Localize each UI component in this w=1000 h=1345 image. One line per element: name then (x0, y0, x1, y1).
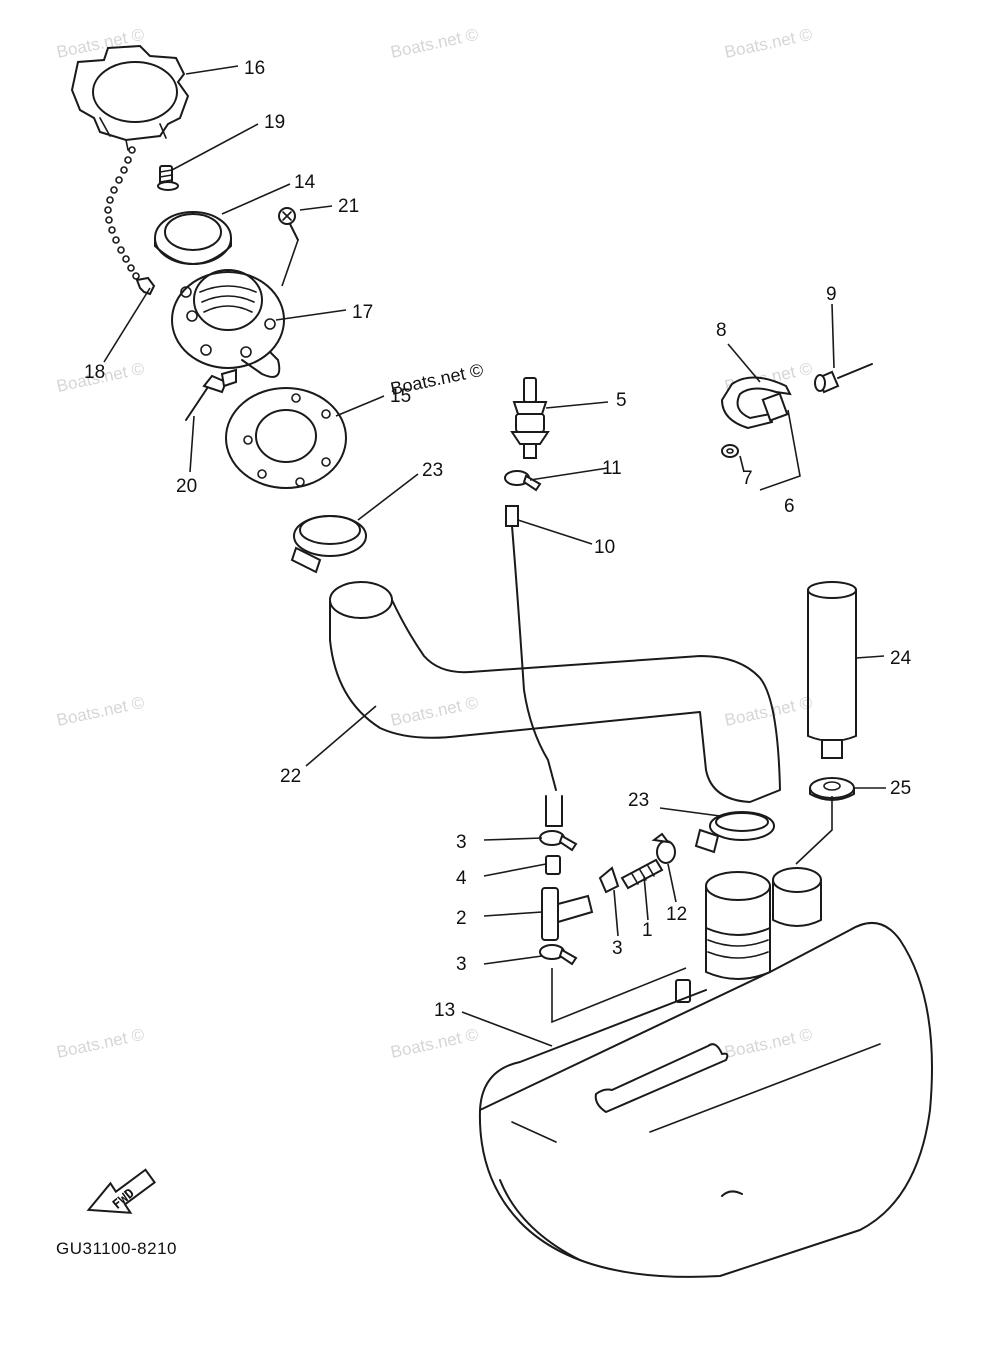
callout-12: 12 (666, 904, 687, 925)
part-10-vent-hose (505, 505, 563, 827)
part-5-vent-fitting (510, 377, 550, 459)
part-3-clip-side (598, 866, 620, 894)
callout-6: 6 (784, 496, 795, 517)
watermark: Boats.net © (55, 693, 147, 730)
callout-18: 18 (84, 362, 105, 383)
callout-labels: 16 19 14 21 17 18 15 20 23 22 5 11 10 8 … (84, 58, 912, 1021)
callout-9: 9 (826, 284, 837, 305)
callout-3: 3 (456, 832, 467, 853)
part-3-clip (539, 830, 578, 852)
callout-15: 15 (390, 386, 411, 407)
callout-20: 20 (176, 476, 197, 497)
watermark: Boats.net © (723, 25, 815, 62)
diagram-code: GU31100-8210 (56, 1239, 177, 1258)
part-17-filler-neck (171, 269, 285, 378)
part-19-screw (157, 165, 179, 191)
callout-25: 25 (890, 778, 911, 799)
callout-7: 7 (742, 468, 753, 489)
part-24-pipe (807, 581, 857, 759)
callout-16: 16 (244, 58, 265, 79)
leader-lines (103, 65, 886, 1047)
part-13-fuel-tank (478, 921, 933, 1278)
callout-8: 8 (716, 320, 727, 341)
callout-3-lower: 3 (456, 954, 467, 975)
part-7-washer (721, 444, 739, 458)
part-1-check-valve (620, 858, 664, 890)
fwd-arrow-icon: FWD (86, 1168, 157, 1214)
watermark: Boats.net © (389, 693, 481, 730)
callout-5: 5 (616, 390, 627, 411)
part-3-clip-lower (539, 944, 578, 966)
part-21-screw (278, 207, 299, 241)
watermark: Boats.net © (55, 1025, 147, 1062)
callout-17: 17 (352, 302, 373, 323)
callout-1: 1 (642, 920, 653, 941)
callout-22: 22 (280, 766, 301, 787)
watermark: Boats.net © (389, 1025, 481, 1062)
callout-4: 4 (456, 868, 467, 889)
part-18-chain (104, 146, 156, 296)
part-20-screw (185, 368, 237, 421)
part-12-clip (651, 832, 676, 864)
tank-vent-spigot (772, 867, 822, 927)
callout-23: 23 (422, 460, 443, 481)
callout-23-lower: 23 (628, 790, 649, 811)
part-2-tee-joint (541, 887, 594, 941)
part-11-clip (504, 470, 542, 492)
callout-21: 21 (338, 196, 359, 217)
callout-3-side: 3 (612, 938, 623, 959)
part-23-lower-hose-clamp (694, 811, 775, 854)
part-22-fuel-hose (329, 581, 781, 803)
part-23-hose-clamp (290, 515, 367, 574)
callout-13: 13 (434, 1000, 455, 1021)
part-16-filler-cap (70, 44, 190, 151)
tank-filler-spigot (705, 871, 771, 980)
callout-11: 11 (602, 458, 622, 479)
part-15-gasket (225, 387, 347, 489)
part-4-cap (545, 855, 561, 875)
callout-10: 10 (594, 537, 615, 558)
callout-24: 24 (890, 648, 912, 669)
callout-19: 19 (264, 112, 285, 133)
callout-14: 14 (294, 172, 316, 193)
part-9-rivet (814, 363, 873, 394)
watermark: Boats.net © (723, 1025, 815, 1062)
watermark: Boats.net © (389, 25, 481, 62)
part-8-band-clamp (720, 376, 792, 430)
part-14-seal (154, 211, 232, 265)
callout-2: 2 (456, 908, 467, 929)
